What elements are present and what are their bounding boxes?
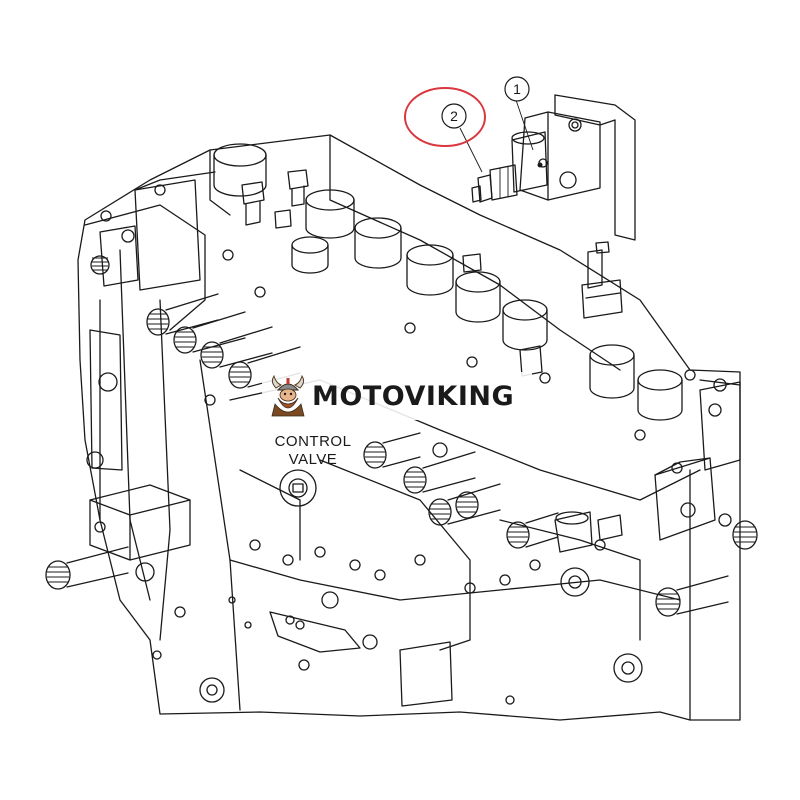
callout-2: 2 — [404, 87, 486, 147]
detail-valve-assembly — [471, 94, 636, 241]
left-solenoid-block — [90, 171, 216, 291]
callout-1-number: 1 — [513, 81, 521, 97]
bolt-heads — [152, 249, 696, 705]
label-line-control: CONTROL — [275, 433, 352, 450]
callout-leaders — [459, 99, 534, 173]
callout-1: 1 — [504, 76, 530, 102]
lower-left-block — [89, 484, 191, 582]
callout-2-number: 2 — [450, 108, 458, 124]
elbow-fitting — [554, 511, 623, 553]
watermark-text: MOTOVIKING — [312, 380, 515, 412]
valve-body-outline — [77, 134, 741, 721]
watermark: MOTOVIKING — [262, 372, 532, 420]
lower-bracket — [269, 611, 453, 707]
right-block — [654, 378, 741, 541]
highlight-ellipse — [404, 87, 486, 147]
viking-mascot-icon — [271, 374, 305, 417]
port-plugs — [86, 372, 643, 703]
label-line-valve: VALVE — [289, 451, 338, 468]
top-fittings — [241, 169, 623, 377]
upper-caps — [213, 143, 683, 421]
knurled-knobs — [45, 293, 758, 617]
control-valve-label: CONTROL VALVE — [275, 433, 352, 468]
